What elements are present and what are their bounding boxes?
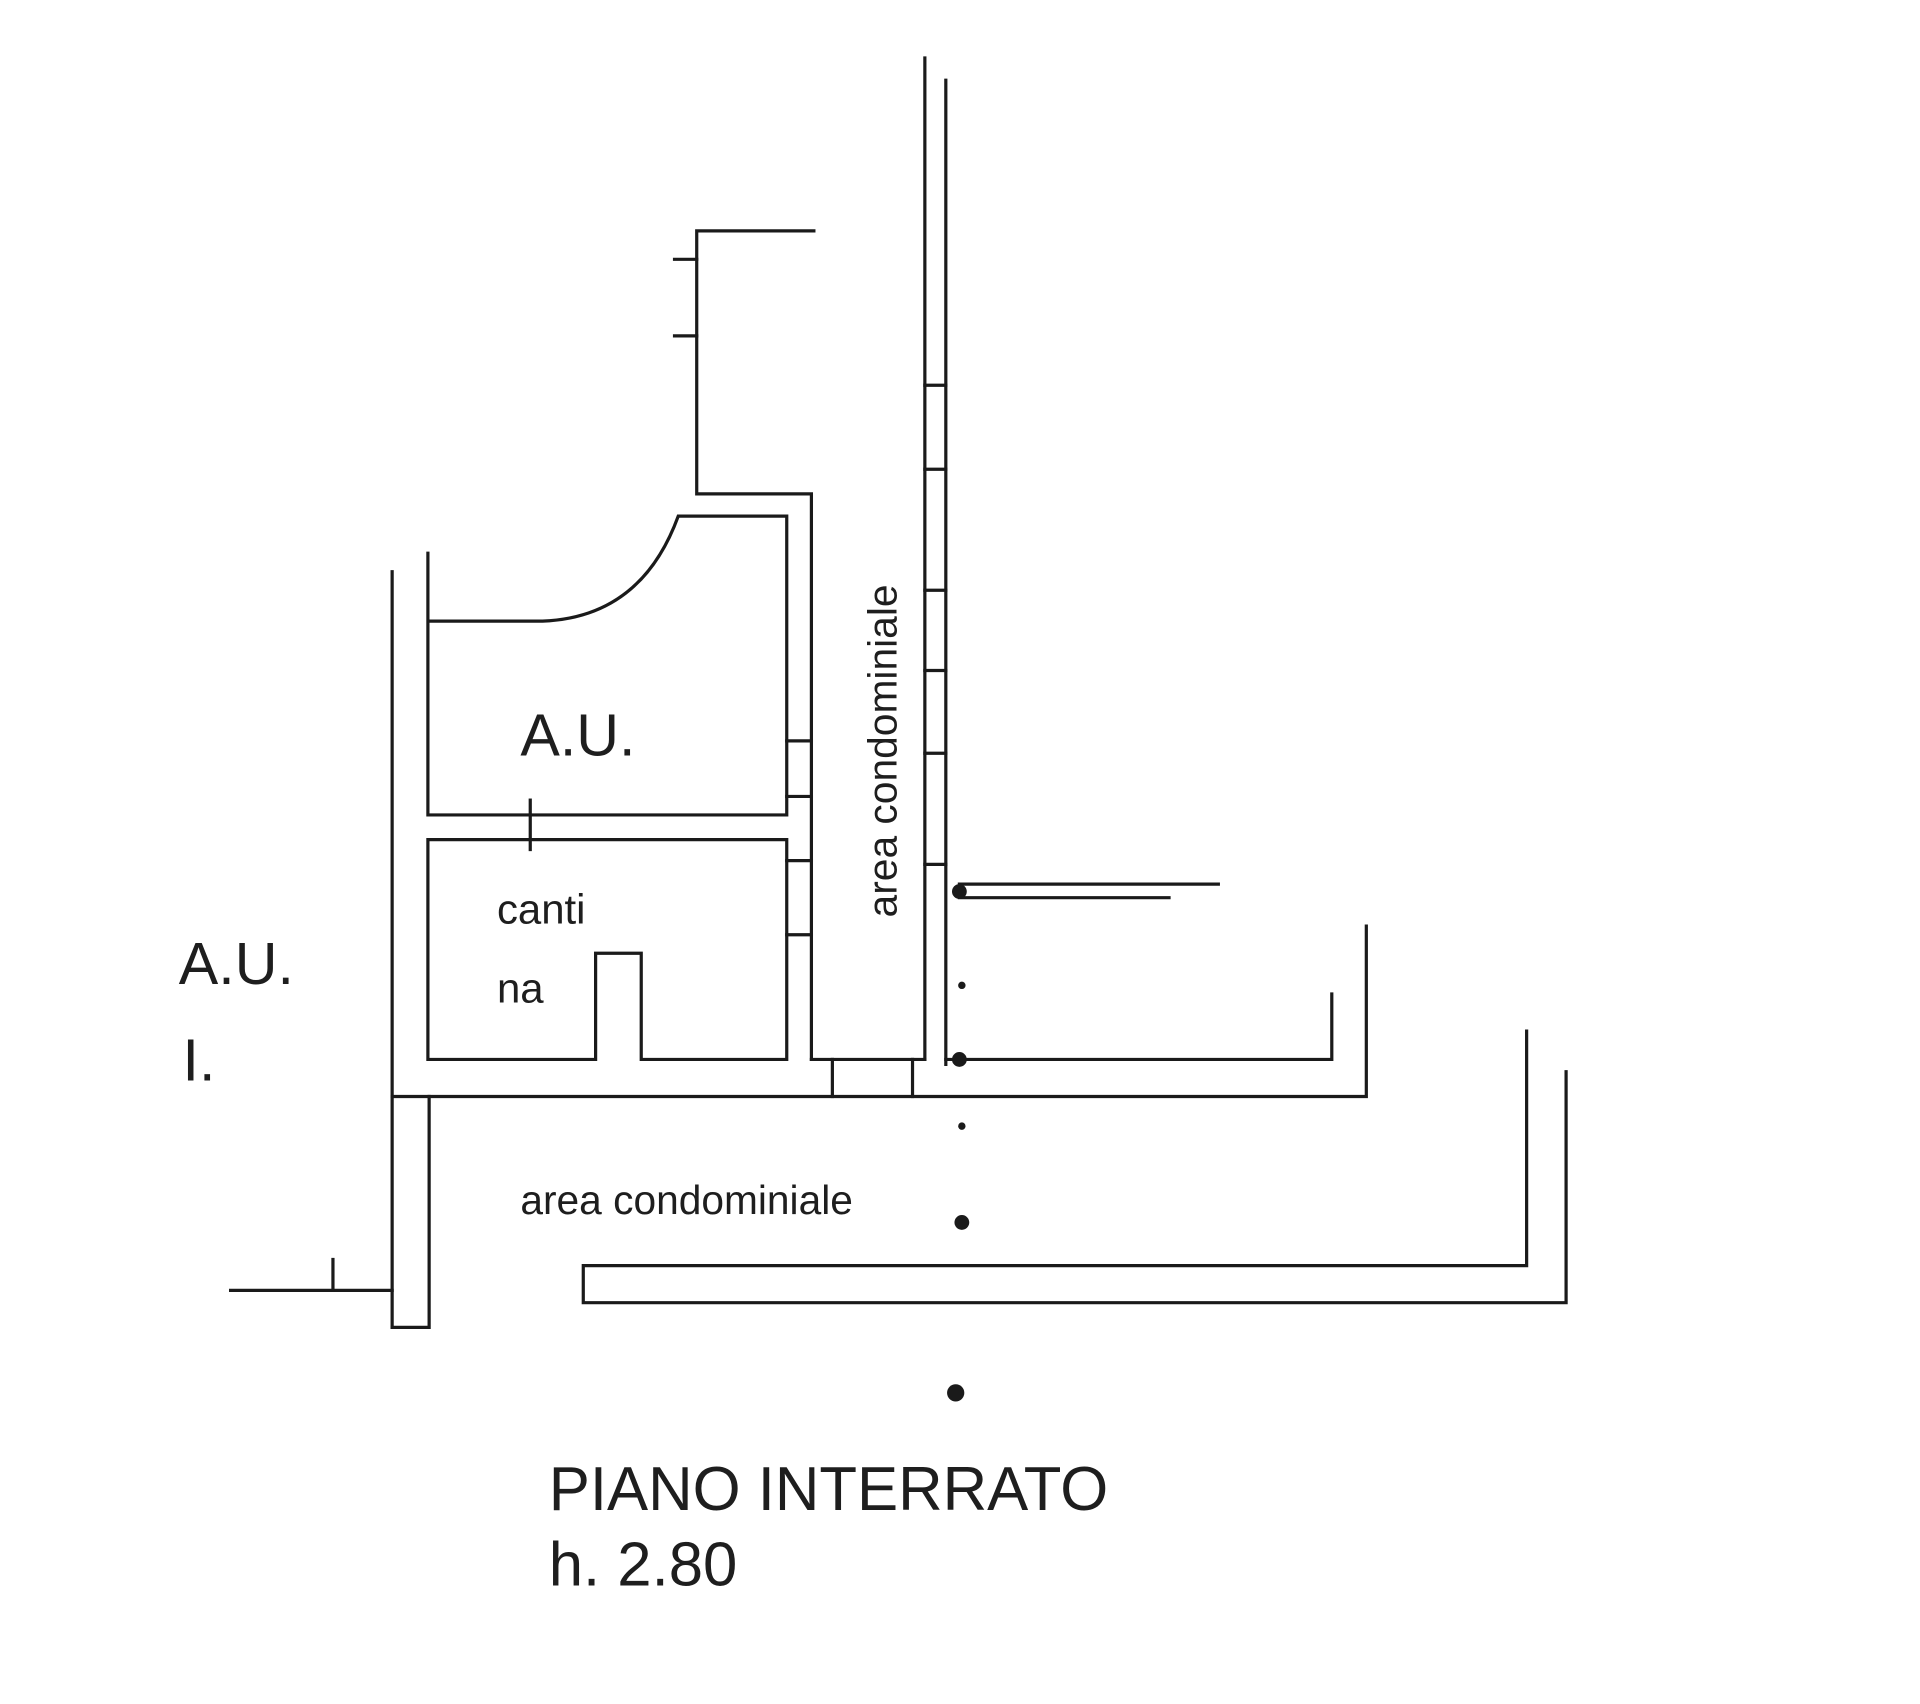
markers — [947, 884, 970, 1402]
cellar-label-1: canti — [497, 886, 586, 933]
left-label-i: I. — [183, 1026, 216, 1093]
corridor-label-horizontal: area condominiale — [520, 1177, 853, 1223]
cellar-label-2: na — [497, 965, 544, 1012]
room-label-au: A.U. — [520, 702, 635, 769]
left-label-au: A.U. — [179, 930, 294, 997]
plan-title: PIANO INTERRATO — [549, 1455, 1108, 1524]
plan-height: h. 2.80 — [549, 1530, 738, 1599]
corridor-label-vertical: area condominiale — [860, 584, 906, 917]
walls — [228, 56, 1568, 1329]
